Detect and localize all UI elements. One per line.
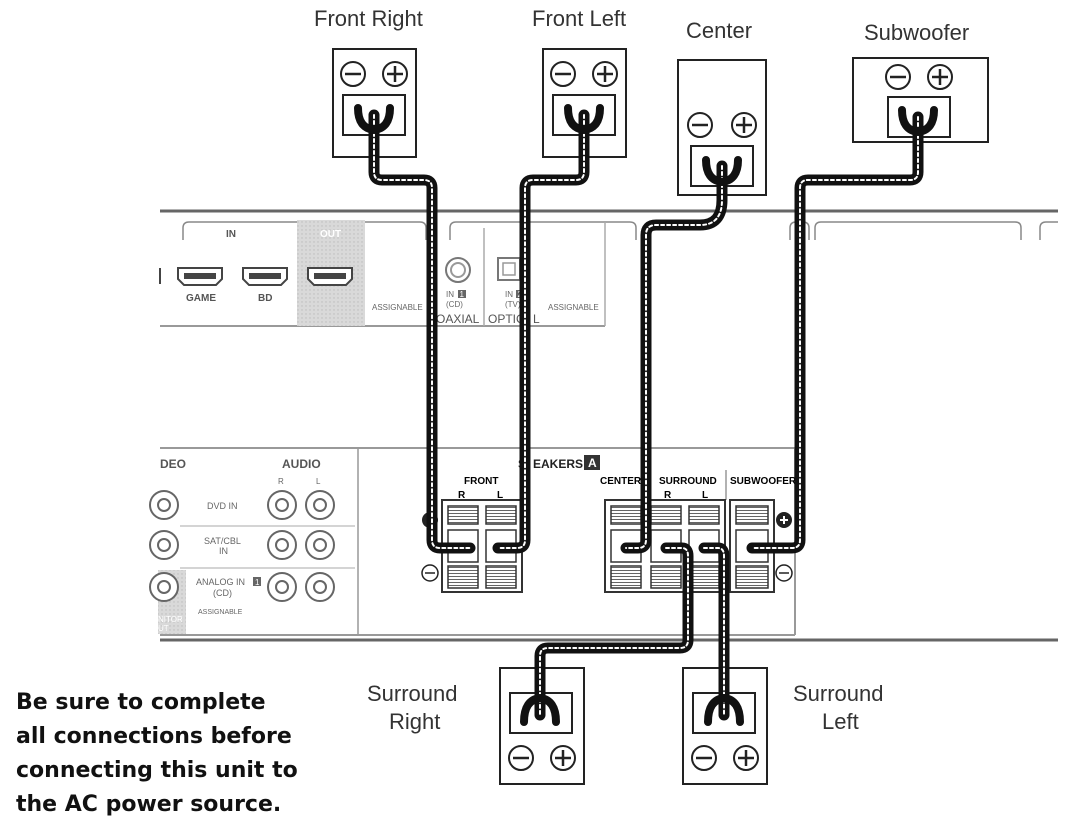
analog-label-2: (CD) [213, 588, 232, 598]
warning-note: Be sure to complete all connections befo… [16, 686, 336, 822]
coax-num-badge: 1 [460, 290, 465, 299]
receiver-upper-panel: IN OUT GAME BD ASSIGNABLE IN 1 (CD) OAXI… [159, 209, 1058, 327]
label-surround-right-1: Surround [367, 681, 458, 706]
coax-in-label: IN [446, 290, 454, 299]
receiver-lower-panel: DEO AUDIO R L DVD IN SAT/CBL IN ANALOG I… [149, 447, 1058, 642]
speakers-title-b: EAKERS [533, 457, 583, 471]
coax-cd-label: (CD) [446, 300, 463, 309]
hdmi-port-bd [242, 267, 288, 286]
opt-tv-label: (TV) [505, 300, 521, 309]
optical-label: OPTIC [488, 312, 525, 326]
warning-line: the AC power source. [16, 792, 282, 817]
rca-jacks [149, 490, 335, 602]
audio-r-label: R [278, 477, 284, 486]
label-front-left: Front Left [532, 6, 626, 31]
label-center: Center [686, 18, 752, 43]
speaker-cables [354, 104, 938, 726]
monitor-label-1: NITOR [158, 615, 183, 624]
assignable-label-3: ASSIGNABLE [198, 609, 243, 616]
coaxial-jack [445, 257, 471, 283]
hdmi-game-label: GAME [186, 293, 216, 304]
analog-num-badge: 1 [255, 578, 260, 587]
label-surround-left-2: Left [822, 709, 859, 734]
warning-line: Be sure to complete [16, 690, 266, 715]
video-label: DEO [160, 457, 186, 471]
hdmi-out-label: OUT [320, 229, 341, 240]
monitor-label-2: UT [158, 624, 169, 633]
label-surround-left-1: Surround [793, 681, 884, 706]
label-front-right: Front Right [314, 6, 423, 31]
satcbl-label-2: IN [219, 546, 228, 556]
audio-l-label: L [316, 477, 321, 486]
hdmi-port-out [307, 267, 353, 286]
surround-l-label: L [702, 490, 708, 501]
subwoofer-label: SUBWOOFER [730, 476, 797, 487]
surround-r-label: R [664, 490, 672, 501]
hdmi-in-label: IN [226, 229, 236, 240]
audio-label: AUDIO [282, 457, 321, 471]
speaker-surround-left [682, 667, 768, 785]
optical-label-tail: L [533, 312, 540, 326]
warning-line: all connections before [16, 724, 292, 749]
optical-jack [497, 257, 521, 281]
coaxial-label: OAXIAL [436, 312, 480, 326]
satcbl-label-1: SAT/CBL [204, 536, 241, 546]
analog-label-1: ANALOG IN [196, 577, 245, 587]
warning-line: connecting this unit to [16, 758, 298, 783]
assignable-label-1: ASSIGNABLE [372, 303, 423, 312]
surround-label: SURROUND [659, 476, 717, 487]
hdmi-port-game [177, 267, 223, 286]
front-label: FRONT [464, 476, 498, 487]
center-label: CENTER [600, 476, 642, 487]
front-r-label: R [458, 490, 466, 501]
assignable-label-2: ASSIGNABLE [548, 303, 599, 312]
label-surround-right-2: Right [389, 709, 440, 734]
opt-in-label: IN [505, 290, 513, 299]
label-subwoofer: Subwoofer [864, 20, 969, 45]
speakers-badge: A [588, 456, 597, 470]
hdmi-bd-label: BD [258, 293, 272, 304]
dvd-in-label: DVD IN [207, 501, 238, 511]
front-l-label: L [497, 490, 503, 501]
